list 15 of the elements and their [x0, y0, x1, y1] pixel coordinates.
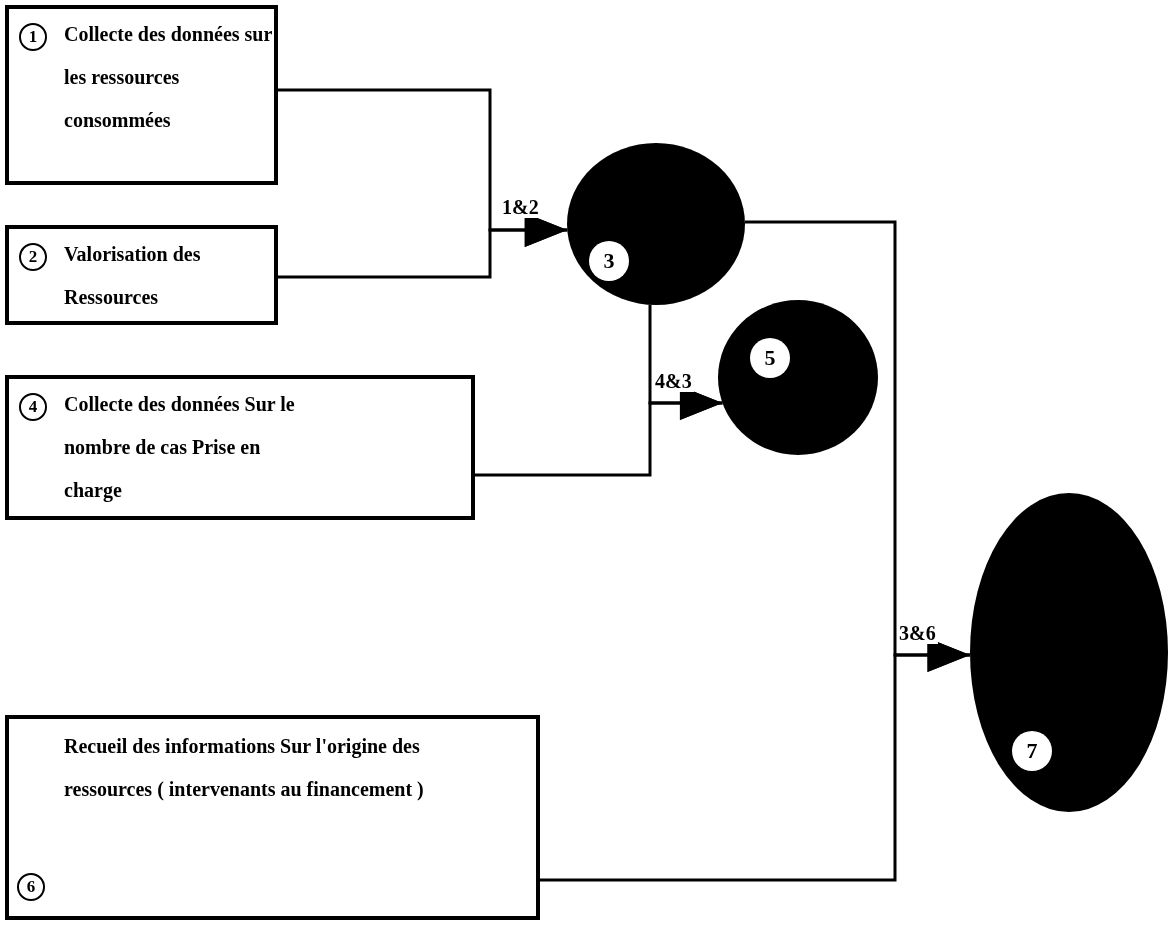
step-text: Recueil des informations Sur l'origine des ressources ( intervenants au financement )	[64, 734, 425, 802]
step-number: 4	[19, 393, 47, 421]
step-number: 3	[589, 241, 629, 281]
step-text: Collecte des données sur les ressources consommées	[64, 22, 273, 133]
process-box	[5, 375, 475, 520]
process-box	[5, 5, 278, 185]
step-number: 2	[19, 243, 47, 271]
step-text: Valorisation des Ressources	[64, 242, 202, 310]
step-number: 5	[750, 338, 790, 378]
process-box	[5, 225, 278, 325]
step-text: Collecte des données Sur le nombre de cas Prise en charge	[64, 392, 296, 504]
step-number: 7	[1012, 731, 1052, 771]
process-box	[5, 715, 540, 920]
step-number: 1	[19, 23, 47, 51]
step-number: 6	[17, 873, 45, 901]
